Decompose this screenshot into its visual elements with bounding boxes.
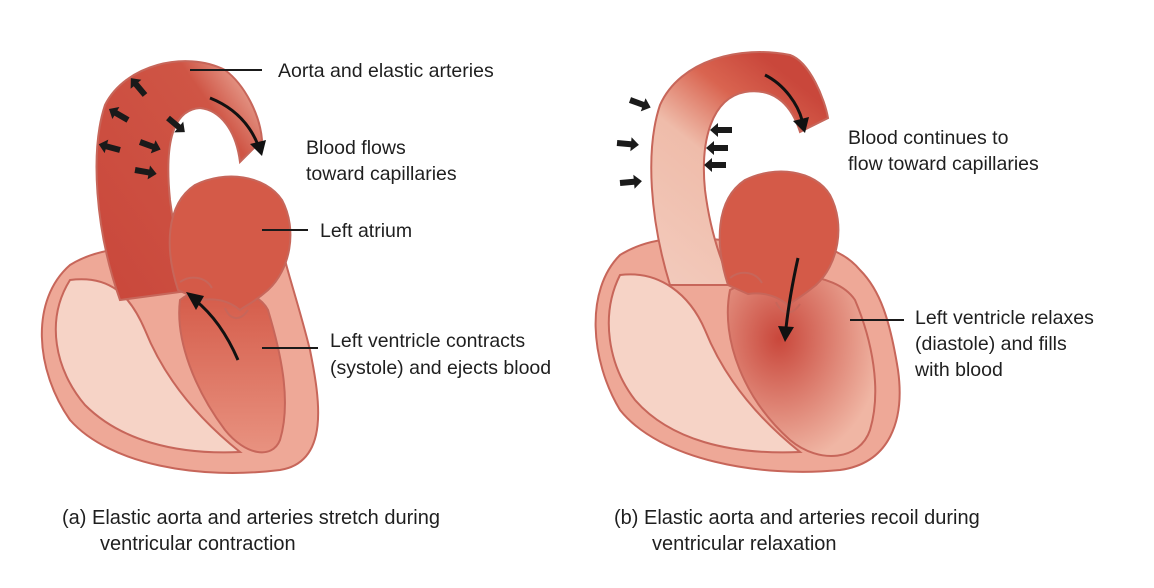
caption-a-line1: (a) Elastic aorta and arteries stretch d… — [62, 507, 440, 529]
label-ventricle-b-line3: with blood — [914, 359, 1003, 381]
caption-b-line1: (b) Elastic aorta and arteries recoil du… — [614, 507, 980, 529]
aorta-arch-b — [650, 51, 830, 286]
label-ventricle-a-line1: Left ventricle contracts — [330, 330, 525, 352]
flow-arrow-arch — [209, 96, 260, 146]
aortic-valve-b — [729, 271, 763, 284]
label-ventricle-a-line2: (systole) and ejects blood — [330, 357, 551, 379]
label-flow-b-line2: flow toward capillaries — [848, 153, 1039, 175]
label-aorta-a: Aorta and elastic arteries — [278, 60, 494, 82]
flow-arrow-arch-b — [764, 73, 804, 121]
panel-b-illustration — [594, 51, 901, 473]
flow-arrowhead-arch-b — [793, 117, 809, 133]
right-ventricle-b — [607, 273, 803, 454]
label-ventricle-b-line2: (diastole) and fills — [915, 333, 1067, 355]
label-ventricle-b-line1: Left ventricle relaxes — [915, 307, 1094, 329]
label-flow-a-line1: Blood flows — [306, 137, 406, 159]
flow-arrowhead-ventricle — [186, 292, 204, 310]
panel-a-illustration — [40, 60, 320, 474]
flow-arrowhead-ventricle-b — [778, 326, 794, 342]
stretch-arrows — [98, 78, 185, 180]
aortic-valve — [179, 276, 213, 289]
mitral-valve — [224, 307, 249, 319]
flow-arrow-ventricle-b — [784, 257, 800, 329]
caption-a-line2: ventricular contraction — [100, 533, 296, 555]
label-atrium-a: Left atrium — [320, 220, 412, 242]
aorta-arch — [95, 60, 264, 302]
recoil-arrows — [616, 97, 732, 189]
left-atrium — [168, 175, 292, 312]
caption-b-line2: ventricular relaxation — [652, 533, 837, 555]
label-flow-a-line2: toward capillaries — [306, 163, 457, 185]
flow-arrowhead-arch — [250, 140, 266, 156]
right-ventricle — [54, 278, 243, 454]
label-flow-b-line1: Blood continues to — [848, 127, 1009, 149]
